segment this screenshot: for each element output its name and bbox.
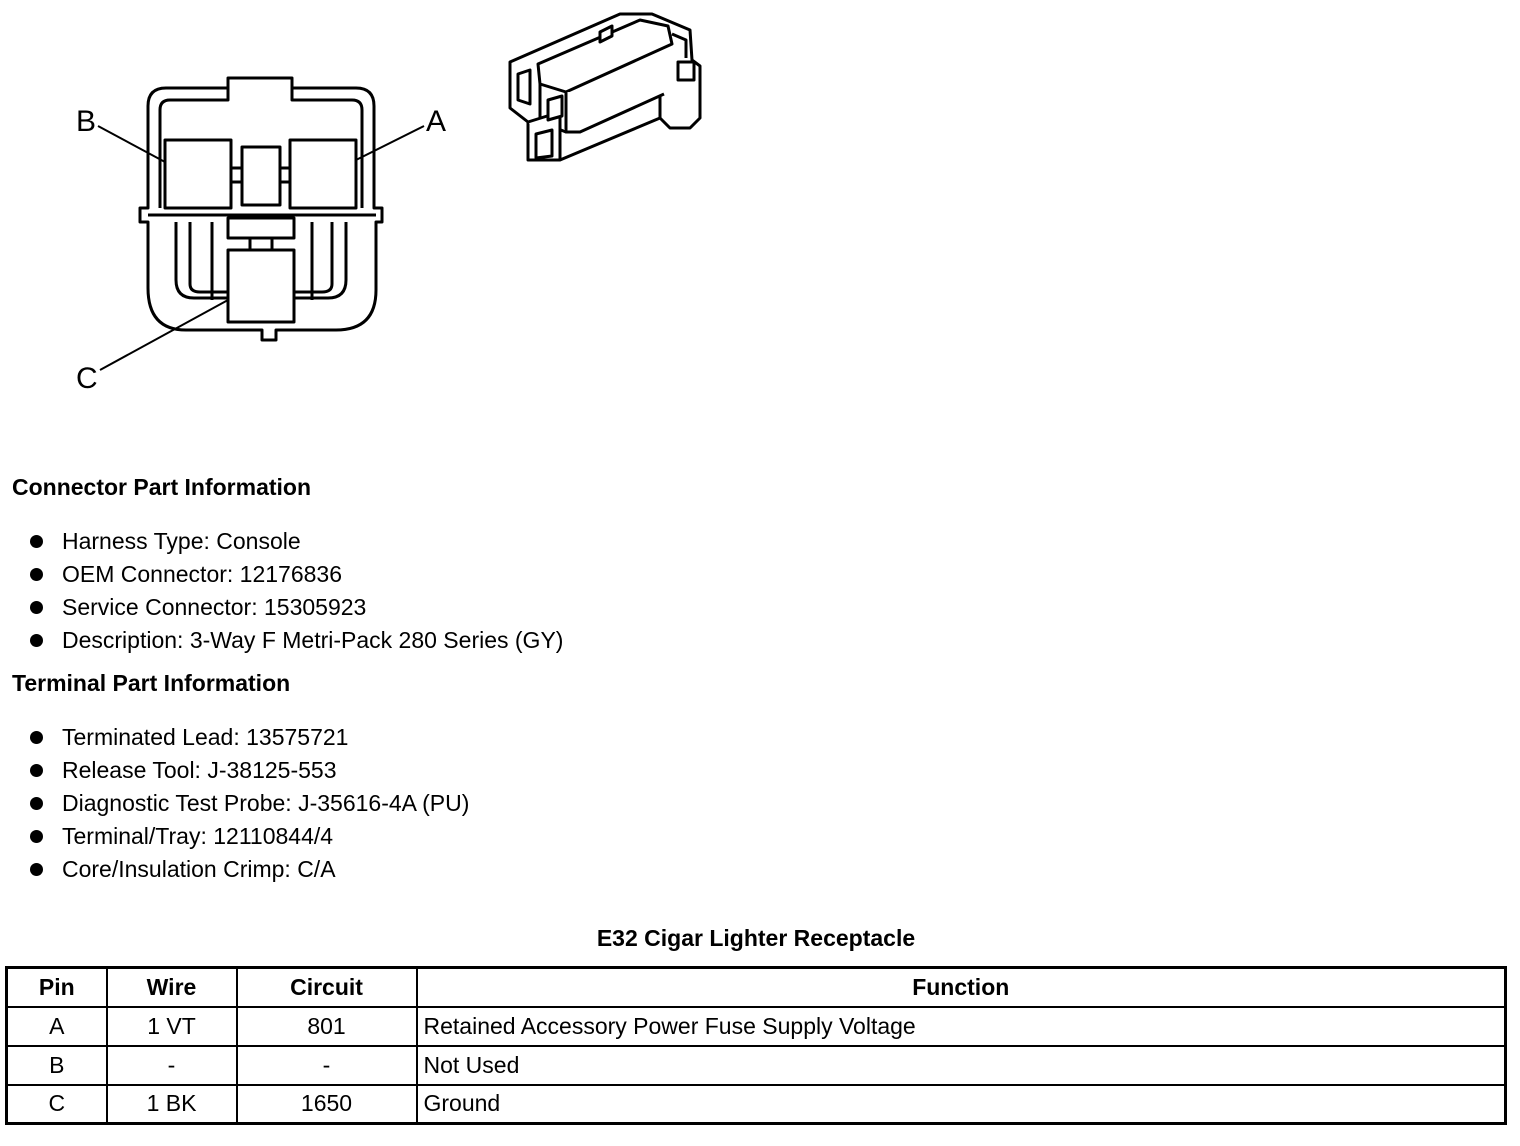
bullet-icon (30, 535, 43, 548)
list-item: Release Tool: J-38125-553 (30, 754, 469, 787)
list-item: Service Connector: 15305923 (30, 591, 563, 624)
cell-circuit: 1650 (235, 1083, 418, 1125)
cell-function: Not Used (415, 1044, 1507, 1086)
list-item-text: Core/Insulation Crimp: C/A (62, 856, 336, 882)
bullet-icon (30, 601, 43, 614)
terminal-info-list: Terminated Lead: 13575721 Release Tool: … (30, 721, 469, 886)
cell-circuit: - (235, 1044, 418, 1086)
table-header-row: Pin Wire Circuit Function (5, 966, 1507, 1008)
list-item: Terminated Lead: 13575721 (30, 721, 469, 754)
pin-label-c: C (76, 362, 98, 395)
table-row: C 1 BK 1650 Ground (5, 1083, 1507, 1125)
cell-pin: B (5, 1044, 108, 1086)
cell-wire: 1 BK (105, 1083, 238, 1125)
cell-wire: 1 VT (105, 1005, 238, 1047)
cell-function: Retained Accessory Power Fuse Supply Vol… (415, 1005, 1507, 1047)
bullet-icon (30, 764, 43, 777)
list-item-text: Release Tool: J-38125-553 (62, 757, 337, 783)
header-function: Function (415, 966, 1507, 1008)
list-item: Core/Insulation Crimp: C/A (30, 853, 469, 886)
cell-pin: C (5, 1083, 108, 1125)
list-item-text: Description: 3-Way F Metri-Pack 280 Seri… (62, 627, 564, 653)
connector-diagram: B A C (76, 12, 702, 395)
header-pin: Pin (5, 966, 108, 1008)
list-item: OEM Connector: 12176836 (30, 558, 563, 591)
table-row: A 1 VT 801 Retained Accessory Power Fuse… (5, 1005, 1507, 1047)
connector-isometric-view (508, 12, 702, 162)
list-item: Harness Type: Console (30, 525, 563, 558)
pinout-table: Pin Wire Circuit Function A 1 VT 801 Ret… (5, 966, 1507, 1125)
header-wire: Wire (105, 966, 238, 1008)
list-item-text: Diagnostic Test Probe: J-35616-4A (PU) (62, 790, 470, 816)
connector-face-view (138, 76, 384, 342)
pin-label-a: A (426, 105, 446, 138)
bullet-icon (30, 634, 43, 647)
list-item: Diagnostic Test Probe: J-35616-4A (PU) (30, 787, 469, 820)
list-item-text: Terminal/Tray: 12110844/4 (62, 823, 334, 849)
cell-circuit: 801 (235, 1005, 418, 1047)
bullet-icon (30, 568, 43, 581)
table-title: E32 Cigar Lighter Receptacle (596, 925, 916, 951)
connector-info-list: Harness Type: Console OEM Connector: 121… (30, 525, 563, 657)
cell-pin: A (5, 1005, 108, 1047)
pin-leader-lines (97, 125, 425, 371)
list-item-text: Harness Type: Console (62, 528, 301, 554)
connector-info-heading: Connector Part Information (12, 474, 312, 500)
bullet-icon (30, 830, 43, 843)
bullet-icon (30, 797, 43, 810)
header-circuit: Circuit (235, 966, 418, 1008)
list-item-text: OEM Connector: 12176836 (62, 561, 343, 587)
list-item-text: Service Connector: 15305923 (62, 594, 367, 620)
table-row: B - - Not Used (5, 1044, 1507, 1086)
cell-wire: - (105, 1044, 238, 1086)
terminal-info-heading: Terminal Part Information (12, 670, 291, 696)
list-item-text: Terminated Lead: 13575721 (62, 724, 349, 750)
list-item: Description: 3-Way F Metri-Pack 280 Seri… (30, 624, 563, 657)
list-item: Terminal/Tray: 12110844/4 (30, 820, 469, 853)
bullet-icon (30, 863, 43, 876)
pin-label-b: B (76, 105, 96, 138)
bullet-icon (30, 731, 43, 744)
cell-function: Ground (415, 1083, 1507, 1125)
